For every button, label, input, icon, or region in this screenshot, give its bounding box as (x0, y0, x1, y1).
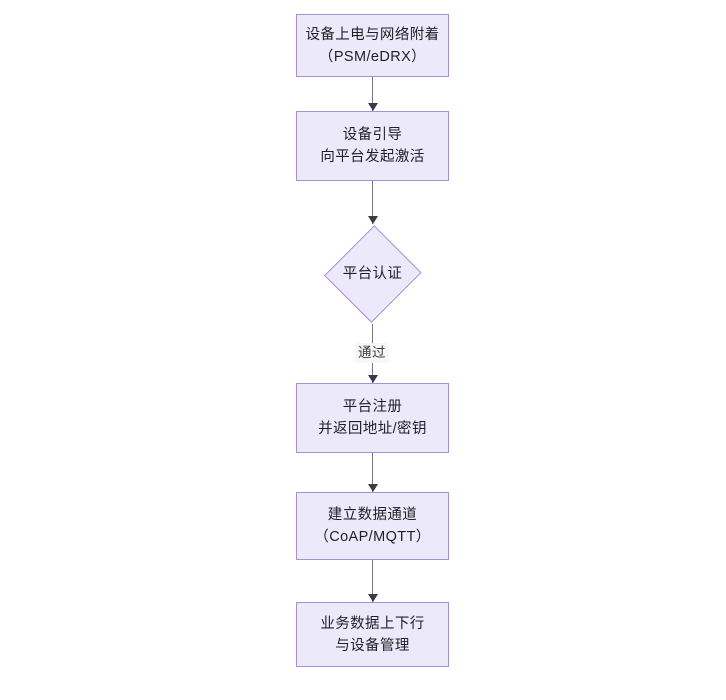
edge-line (372, 453, 374, 492)
node-label-line1: 设备上电与网络附着 (305, 26, 440, 43)
node-platform-register[interactable]: 平台注册并返回地址/密钥 (296, 383, 449, 453)
node-service-data[interactable]: 业务数据上下行与设备管理 (296, 602, 449, 667)
edge-line (372, 560, 374, 602)
arrowhead-icon (367, 375, 378, 383)
edge-line (372, 181, 374, 224)
edge-line (372, 77, 374, 111)
node-label-line2: （CoAP/MQTT） (314, 529, 431, 545)
node-label-line2: 与设备管理 (335, 637, 410, 654)
node-power-on[interactable]: 设备上电与网络附着 （PSM/eDRX） (296, 14, 449, 77)
arrowhead-icon (367, 103, 378, 111)
node-label-line1: 建立数据通道 (327, 507, 418, 523)
node-bootstrap[interactable]: 设备引导向平台发起激活 (296, 111, 449, 181)
node-label-line2: 并返回地址/密钥 (318, 421, 427, 437)
edge-data-channel-to-service-data (367, 560, 378, 602)
edge-bootstrap-to-platform-auth (367, 181, 378, 224)
arrowhead-icon (367, 484, 378, 492)
arrowhead-icon (367, 594, 378, 602)
node-label-line1: 设备引导 (342, 127, 403, 143)
node-label-line1: 业务数据上下行 (320, 615, 425, 632)
edge-platform-register-to-data-channel (367, 453, 378, 492)
edge-power-on-to-bootstrap (367, 77, 378, 111)
arrowhead-icon (367, 216, 378, 224)
node-label-line2: 向平台发起激活 (320, 149, 425, 165)
node-label-line1: 平台注册 (342, 399, 403, 415)
node-label: 平台认证 (342, 266, 403, 282)
node-data-channel[interactable]: 建立数据通道 （CoAP/MQTT） (296, 492, 449, 560)
edge-label-e3: 通过 (355, 343, 389, 363)
node-label-line2: （PSM/eDRX） (318, 48, 427, 65)
node-platform-auth[interactable]: 平台认证 (323, 224, 422, 324)
